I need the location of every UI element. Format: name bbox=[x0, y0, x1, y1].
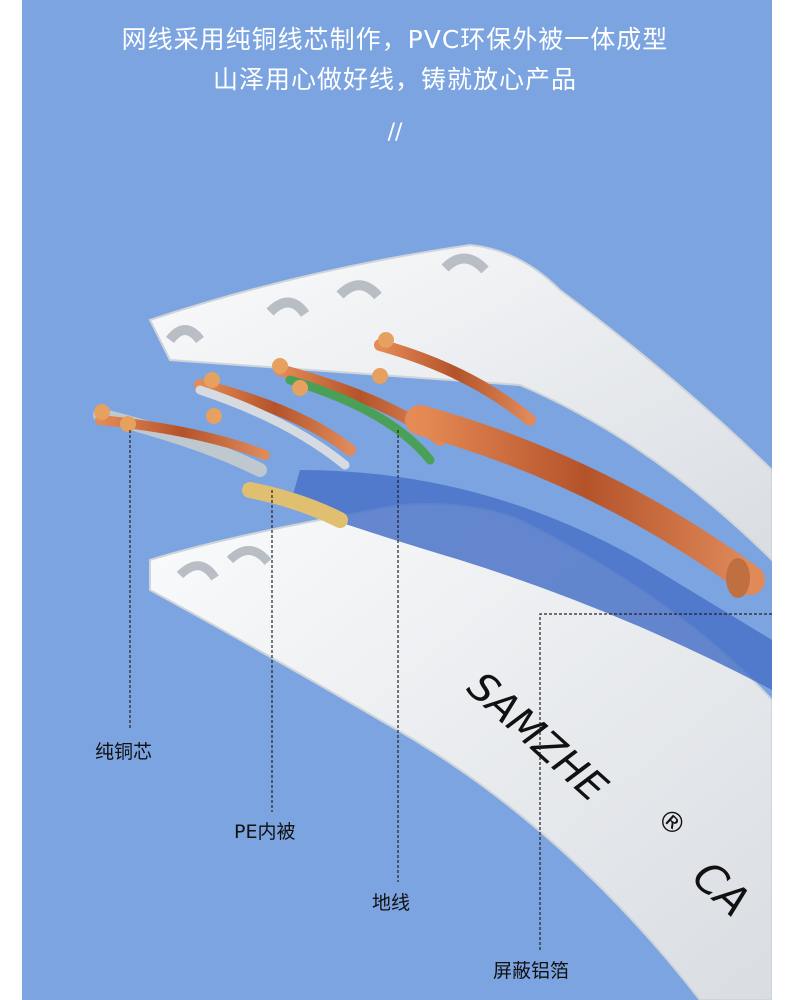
copper-strand-end bbox=[94, 404, 110, 420]
jacket-bottom-layer bbox=[149, 503, 772, 1000]
copper-strand-end bbox=[272, 358, 288, 374]
inner-bundle bbox=[290, 470, 772, 690]
headline-separator: // bbox=[387, 120, 403, 145]
twisted-pair bbox=[374, 339, 536, 426]
jacket-groove bbox=[226, 546, 272, 566]
jacket-groove bbox=[166, 325, 204, 344]
copper-strand-end bbox=[372, 368, 388, 384]
jacket-top-layer bbox=[148, 243, 772, 562]
callout-ground-wire: 地线 bbox=[372, 892, 411, 914]
copper-strand-end bbox=[120, 416, 136, 432]
twisted-pair bbox=[195, 385, 350, 470]
jacket-groove bbox=[266, 297, 310, 318]
callout-copper-core: 纯铜芯 bbox=[95, 741, 153, 763]
headline-line-2: 山泽用心做好线，铸就放心产品 bbox=[212, 65, 577, 94]
copper-strand-end bbox=[204, 372, 220, 388]
twisted-pair bbox=[194, 379, 356, 456]
callout-line-shield bbox=[539, 613, 772, 950]
ground-wire-drawn bbox=[405, 405, 765, 595]
callout-foil-shield: 屏蔽铝箔 bbox=[493, 960, 570, 982]
callout-pe-inner: PE内被 bbox=[234, 821, 296, 843]
ground-wire-end bbox=[726, 558, 750, 598]
twisted-pair bbox=[285, 375, 435, 465]
copper-strand-end bbox=[292, 380, 308, 396]
jacket-groove bbox=[336, 280, 382, 300]
copper-strand-end bbox=[378, 332, 394, 348]
jacket-groove bbox=[176, 561, 219, 581]
headline-line-1: 网线采用纯铜线芯制作，PVC环保外被一体成型 bbox=[121, 25, 669, 54]
pe-inner-sheath bbox=[242, 482, 348, 528]
copper-strand-end bbox=[206, 408, 222, 424]
jacket-groove bbox=[441, 253, 489, 274]
